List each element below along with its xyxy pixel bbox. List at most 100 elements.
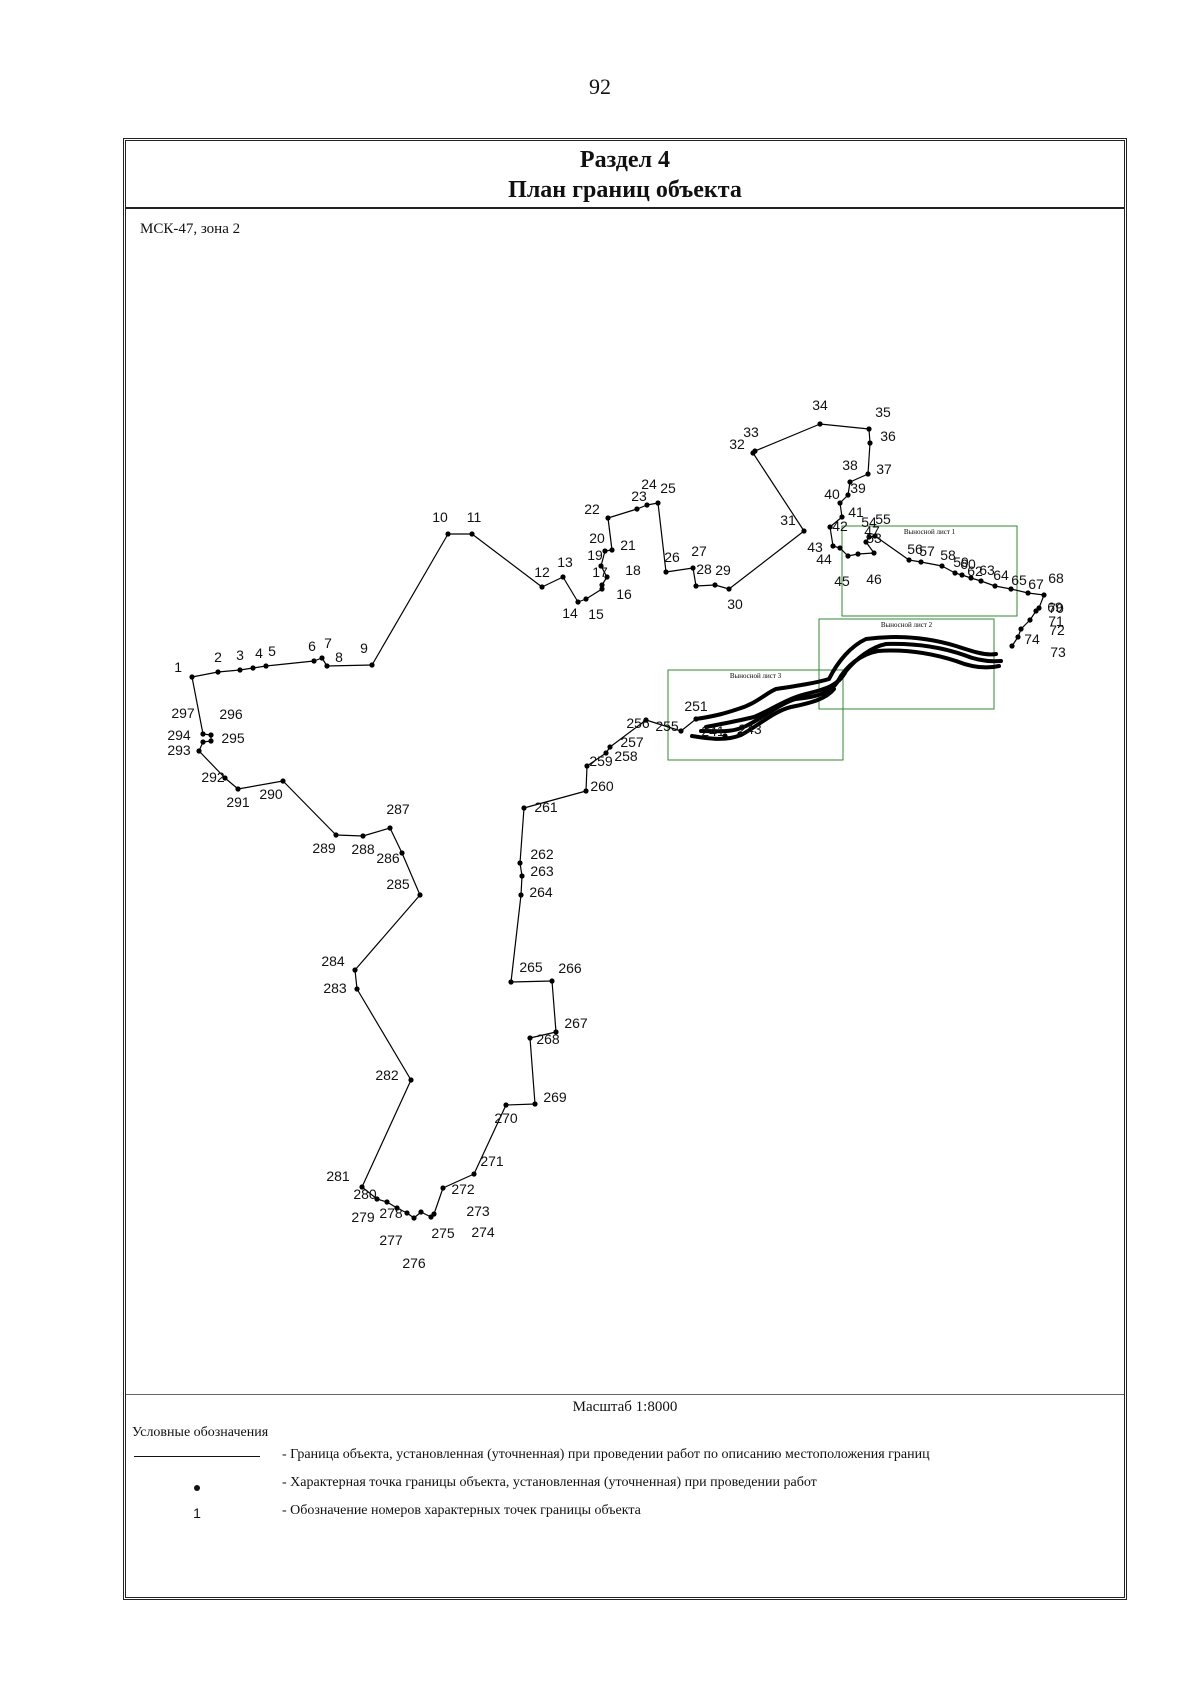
- point-label: 285: [386, 876, 410, 892]
- boundary-segment: [265, 660, 315, 667]
- boundary-point: [1018, 626, 1024, 632]
- point-label: 287: [386, 801, 410, 817]
- point-label: 37: [876, 461, 892, 477]
- boundary-point: [549, 978, 555, 984]
- point-label: 65: [1011, 572, 1027, 588]
- boundary-segment: [819, 423, 870, 430]
- boundary-point: [839, 514, 845, 520]
- point-label: 73: [1050, 644, 1066, 660]
- boundary-segment: [519, 807, 525, 864]
- title-block: Раздел 4 План границ объекта: [126, 141, 1124, 209]
- point-label: 276: [402, 1255, 426, 1271]
- point-label: 16: [616, 586, 632, 602]
- point-label: 39: [850, 480, 866, 496]
- point-label: 267: [564, 1015, 588, 1031]
- boundary-point: [527, 1035, 533, 1041]
- boundary-point: [847, 479, 853, 485]
- point-label: 35: [875, 404, 891, 420]
- point-label: 34: [812, 397, 828, 413]
- point-label: 63: [979, 562, 995, 578]
- point-label: 7: [324, 635, 332, 651]
- boundary-segment: [433, 1187, 444, 1215]
- boundary-point: [583, 596, 589, 602]
- point-label: 11: [467, 509, 482, 525]
- point-label: 47: [864, 523, 880, 539]
- page-number: 92: [589, 74, 611, 99]
- point-label: 6: [308, 638, 316, 654]
- boundary-segment: [356, 988, 412, 1081]
- boundary-segment: [695, 584, 716, 587]
- boundary-segment: [829, 526, 834, 547]
- point-label: 9: [360, 640, 368, 656]
- point-label: 67: [1028, 576, 1044, 592]
- boundary-point: [599, 586, 605, 592]
- point-label: 59: [953, 554, 969, 570]
- point-label: 270: [494, 1110, 518, 1126]
- point-label: 23: [631, 488, 647, 504]
- boundary-point: [539, 584, 545, 590]
- point-label: 291: [226, 794, 250, 810]
- point-label: 71: [1048, 613, 1064, 629]
- plan-sheet-frame: Раздел 4 План границ объекта МСК-47, зон…: [123, 138, 1127, 1600]
- point-label: 62: [967, 563, 983, 579]
- coordinate-system-label: МСК-47, зона 2: [140, 221, 241, 237]
- point-label: 260: [590, 778, 614, 794]
- point-label: 272: [451, 1181, 475, 1197]
- boundary-segment: [585, 765, 588, 792]
- boundary-point: [837, 545, 843, 551]
- boundary-point: [690, 565, 696, 571]
- boundary-point: [417, 892, 423, 898]
- boundary-point: [584, 763, 590, 769]
- boundary-segment: [874, 535, 910, 561]
- boundary-segment: [510, 894, 522, 983]
- boundary-segment: [645, 719, 682, 732]
- boundary-point: [521, 805, 527, 811]
- boundary-point: [517, 860, 523, 866]
- point-label: 277: [379, 1232, 403, 1248]
- boundary-segment: [1010, 588, 1029, 594]
- boundary-segment: [520, 875, 523, 896]
- legend: Условные обозначения - Граница объекта, …: [132, 1425, 1112, 1531]
- boundary-point: [196, 748, 202, 754]
- boundary-segment: [867, 442, 871, 475]
- inset-frame-1: [841, 525, 1018, 617]
- boundary-point: [603, 750, 609, 756]
- point-label: 279: [351, 1209, 375, 1225]
- point-label: 58: [940, 547, 956, 563]
- boundary-point: [866, 534, 872, 540]
- point-label: 295: [221, 730, 245, 746]
- boundary-point: [503, 1102, 509, 1108]
- point-label: 31: [780, 512, 796, 528]
- boundary-point: [906, 557, 912, 563]
- boundary-segment: [442, 1173, 475, 1189]
- point-label: 265: [519, 959, 543, 975]
- legend-number-symbol: 1: [193, 1505, 201, 1521]
- boundary-point: [1041, 592, 1047, 598]
- section-title: Раздел 4: [579, 147, 671, 173]
- boundary-point: [867, 440, 873, 446]
- inset-label-1: Выносной лист 1: [904, 528, 956, 536]
- boundary-point: [200, 739, 206, 745]
- point-label: 42: [832, 518, 848, 534]
- point-label: 13: [557, 554, 573, 570]
- boundary-point: [607, 744, 613, 750]
- point-label: 21: [620, 537, 636, 553]
- boundary-point: [978, 578, 984, 584]
- boundary-point: [208, 738, 214, 744]
- point-label: 293: [167, 742, 191, 758]
- boundary-point: [602, 548, 608, 554]
- boundary-segment: [849, 473, 869, 483]
- boundary-point: [394, 1205, 400, 1211]
- point-label: 296: [219, 706, 243, 722]
- boundary-segment: [665, 567, 694, 573]
- point-label: 17: [592, 564, 608, 580]
- boundary-point: [726, 586, 732, 592]
- point-label: 19: [587, 547, 603, 563]
- point-label: 1: [174, 659, 182, 675]
- boundary-point: [855, 551, 861, 557]
- point-label: 36: [880, 428, 896, 444]
- boundary-point: [280, 778, 286, 784]
- point-label: 70: [1048, 600, 1064, 616]
- point-label: 29: [715, 562, 731, 578]
